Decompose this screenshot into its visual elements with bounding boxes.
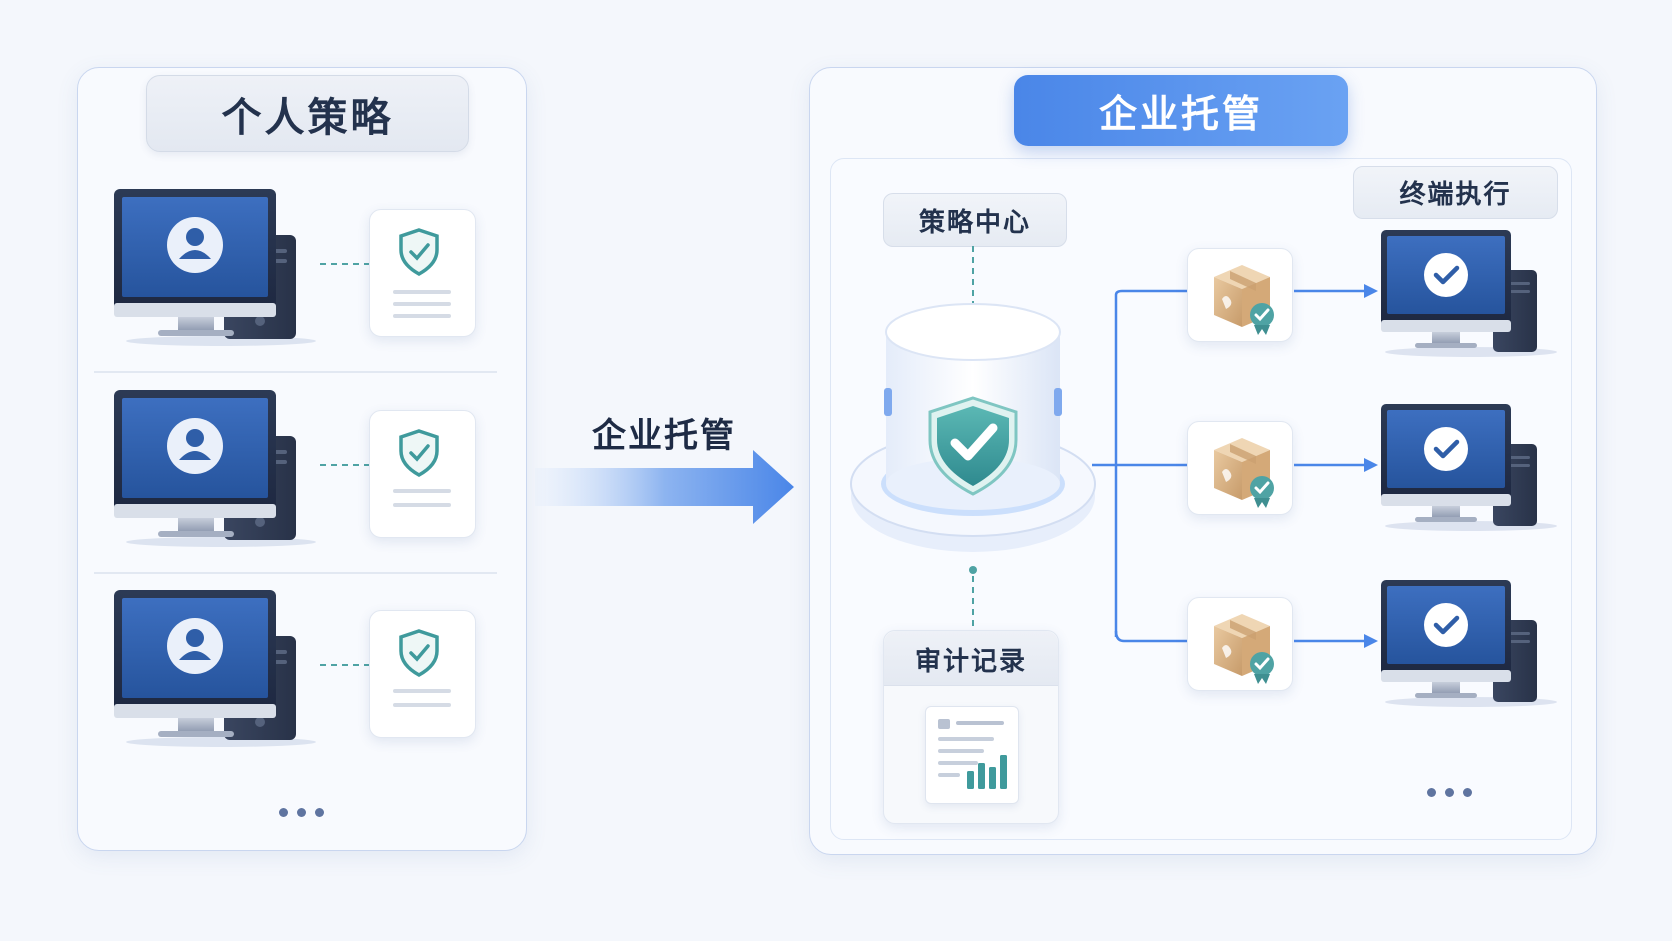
policy-package-card [1187, 248, 1293, 342]
connector-line [320, 664, 376, 666]
report-chart-icon [925, 706, 1019, 804]
policy-document-card [369, 410, 476, 538]
package-certified-icon [1214, 438, 1274, 508]
policy-document-card [369, 610, 476, 738]
package-certified-icon [1214, 265, 1274, 335]
policy-center-connector [972, 246, 974, 304]
document-line [393, 689, 451, 693]
more-terminals-ellipsis [1427, 788, 1472, 797]
distribution-arrows [1092, 285, 1200, 647]
terminal-execution-label: 终端执行 [1353, 166, 1558, 219]
document-line [393, 314, 451, 318]
audit-connector [969, 566, 977, 630]
terminal-monitor-check-icon [1381, 230, 1557, 357]
transition-arrow-icon [535, 450, 794, 524]
terminal-monitor-check-icon [1381, 580, 1557, 707]
audit-records-header [884, 631, 1058, 686]
monitor-user-icon [114, 189, 316, 346]
personal-device-row [110, 185, 490, 355]
document-line [393, 503, 451, 507]
database-shield-icon [850, 303, 1096, 552]
more-items-ellipsis [279, 808, 324, 817]
connector-line [320, 263, 376, 265]
policy-package-card [1187, 421, 1293, 515]
connector-line [320, 464, 376, 466]
row-divider [94, 572, 497, 574]
document-line [393, 489, 451, 493]
personal-device-row [110, 386, 490, 556]
personal-policy-title: 个人策略 [146, 75, 469, 152]
document-line [393, 290, 451, 294]
document-line [393, 302, 451, 306]
monitor-user-icon [114, 590, 316, 747]
monitor-user-icon [114, 390, 316, 547]
terminal-monitor-check-icon [1381, 404, 1557, 531]
personal-device-row [110, 586, 490, 756]
shield-check-icon [399, 228, 439, 277]
package-to-terminal-arrows [1294, 284, 1378, 648]
audit-records-card: 审计记录 [883, 630, 1059, 824]
policy-center-label: 策略中心 [883, 193, 1067, 247]
row-divider [94, 371, 497, 373]
audit-records-label: 审计记录 [914, 647, 1027, 677]
shield-check-icon [399, 429, 439, 478]
transition-label: 企业托管 [592, 416, 736, 456]
document-line [393, 703, 451, 707]
shield-check-icon [399, 629, 439, 678]
enterprise-managed-title: 企业托管 [1014, 75, 1348, 146]
policy-document-card [369, 209, 476, 337]
policy-package-card [1187, 597, 1293, 691]
package-certified-icon [1214, 614, 1274, 684]
